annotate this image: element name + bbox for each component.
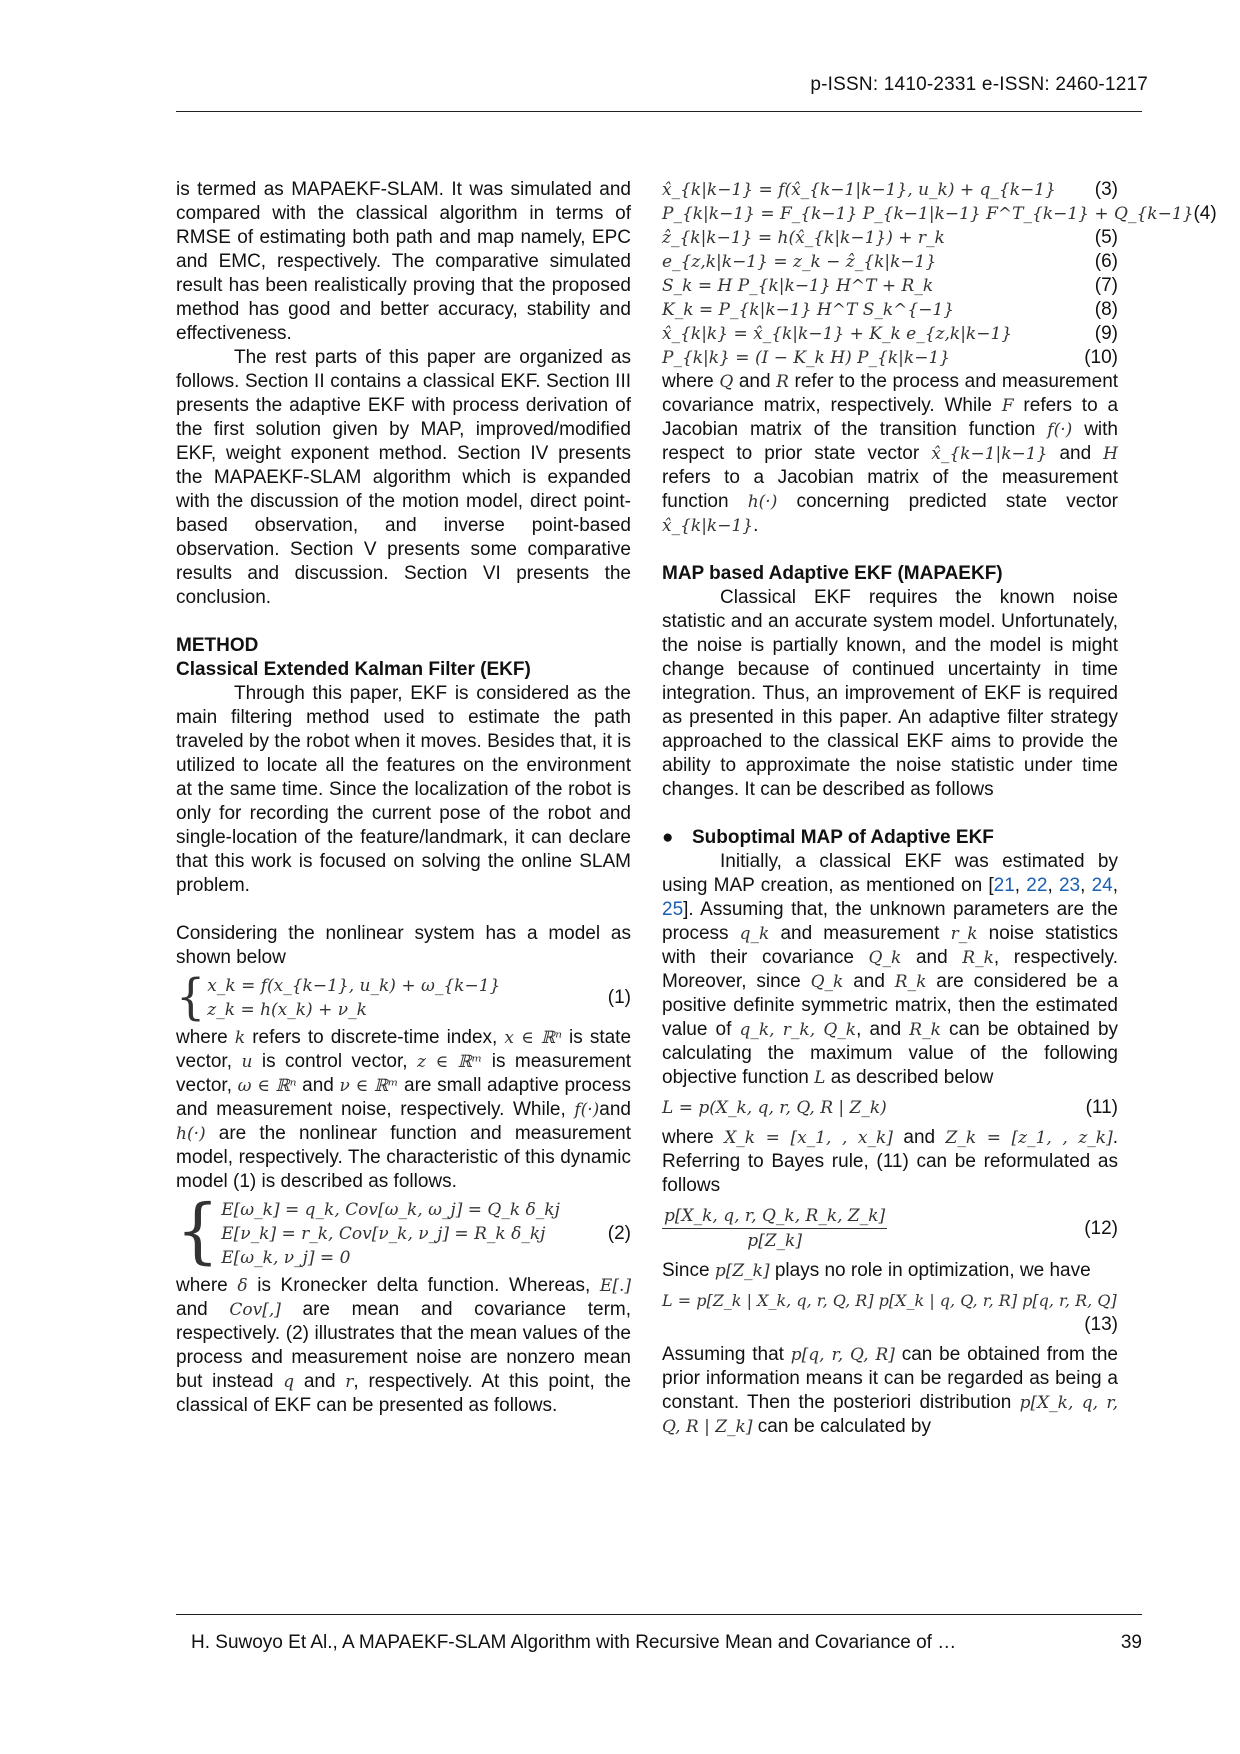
- equation-2: { E[ω_k] = q_k, Cov[ω_k, ω_j] = Q_k δ_kj…: [176, 1189, 631, 1273]
- paragraph: where k refers to discrete-time index, x…: [176, 1027, 632, 1192]
- equation-row: P_{k|k} = (I − K_k H) P_{k|k−1} (10): [662, 346, 1118, 370]
- ekf-equations: x̂_{k|k−1} = f(x̂_{k−1|k−1}, u_k) + q_{k…: [662, 178, 1217, 370]
- equation-row: x̂_{k|k} = x̂_{k|k−1} + K_k e_{z,k|k−1} (…: [662, 322, 1118, 346]
- paragraph: Classical EKF requires the known noise s…: [662, 587, 1118, 800]
- equation-text: P_{k|k−1} = F_{k−1} P_{k−1|k−1} F^T_{k−1…: [662, 204, 1194, 224]
- equation-number: (6): [1094, 251, 1118, 272]
- paragraph: where Q and R refer to the process and m…: [662, 371, 1119, 536]
- subsection-heading-mapaekf: MAP based Adaptive EKF (MAPAEKF): [662, 563, 1003, 584]
- equation-line: E[ω_k, ν_j] = 0: [221, 1248, 351, 1268]
- paragraph: Since p[Z_k] plays no role in optimizati…: [662, 1260, 1091, 1281]
- bullet-heading-text: Suboptimal MAP of Adaptive EKF: [692, 827, 994, 848]
- equation-row: S_k = H P_{k|k−1} H^T + R_k (7): [662, 274, 1118, 298]
- equation-text: x̂_{k|k−1} = f(x̂_{k−1|k−1}, u_k) + q_{k…: [662, 180, 1056, 200]
- left-column: is termed as MAPAEKF-SLAM. It was simula…: [176, 178, 631, 1418]
- equation-number: (8): [1094, 299, 1118, 320]
- equation-row: P_{k|k−1} = F_{k−1} P_{k−1|k−1} F^T_{k−1…: [662, 202, 1217, 226]
- paragraph: where X_k = [x_1, , x_k] and Z_k = [z_1,…: [662, 1127, 1118, 1196]
- equation-number: (4): [1193, 203, 1217, 224]
- equation-row: ẑ_{k|k−1} = h(x̂_{k|k−1}) + r_k (5): [662, 226, 1118, 250]
- equation-number: (5): [1094, 227, 1118, 248]
- equation-number: (10): [1084, 347, 1118, 368]
- section-heading-method: METHOD: [176, 635, 259, 656]
- equation-11: L = p(X_k, q, r, Q, R | Z_k) (11): [662, 1097, 1118, 1118]
- equation-13: L = p[Z_k | X_k, q, r, Q, R] p[X_k | q, …: [662, 1291, 1118, 1335]
- equation-line: z_k = h(x_k) + ν_k: [207, 1000, 367, 1020]
- citation-link[interactable]: 21: [993, 875, 1015, 896]
- equation-text: ẑ_{k|k−1} = h(x̂_{k|k−1}) + r_k: [662, 228, 945, 248]
- bullet-icon: ●: [662, 827, 674, 848]
- bullet-heading: ● Suboptimal MAP of Adaptive EKF: [662, 826, 1118, 850]
- equation-text: P_{k|k} = (I − K_k H) P_{k|k−1}: [662, 348, 951, 368]
- page-number: 39: [1120, 1632, 1142, 1653]
- citation-link[interactable]: 24: [1091, 875, 1113, 896]
- paragraph: The rest parts of this paper are organiz…: [176, 347, 631, 608]
- equation-row: K_k = P_{k|k−1} H^T S_k^{−1} (8): [662, 298, 1118, 322]
- paragraph: Through this paper, EKF is considered as…: [176, 683, 631, 896]
- equation-12: p[X_k, q, r, Q_k, R_k, Z_k] p[Z_k] (12): [662, 1206, 1118, 1251]
- equation-text: x̂_{k|k} = x̂_{k|k−1} + K_k e_{z,k|k−1}: [662, 324, 1013, 344]
- equation-number: (3): [1094, 179, 1118, 200]
- paragraph: Considering the nonlinear system has a m…: [176, 923, 631, 968]
- equation-text: S_k = H P_{k|k−1} H^T + R_k: [662, 276, 934, 296]
- equation-text: e_{z,k|k−1} = z_k − ẑ_{k|k−1}: [662, 252, 937, 272]
- paragraph: where δ is Kronecker delta function. Whe…: [176, 1275, 631, 1416]
- footer-rule: [176, 1614, 1142, 1615]
- paragraph: is termed as MAPAEKF-SLAM. It was simula…: [176, 179, 631, 344]
- equation-row: x̂_{k|k−1} = f(x̂_{k−1|k−1}, u_k) + q_{k…: [662, 178, 1118, 202]
- equation-number: (1): [607, 987, 631, 1008]
- equation-line: E[ω_k] = q_k, Cov[ω_k, ω_j] = Q_k δ_kj: [221, 1200, 560, 1220]
- subsection-heading-ekf: Classical Extended Kalman Filter (EKF): [176, 659, 531, 680]
- citation-link[interactable]: 22: [1026, 875, 1048, 896]
- citation-link[interactable]: 25: [662, 899, 684, 920]
- paragraph: Initially, a classical EKF was estimated…: [662, 851, 1119, 1088]
- equation-line: x_k = f(x_{k−1}, u_k) + ω_{k−1}: [207, 976, 501, 996]
- equation-number: (7): [1094, 275, 1118, 296]
- header-rule: [176, 111, 1142, 112]
- equation-1: { x_k = f(x_{k−1}, u_k) + ω_{k−1} z_k = …: [176, 968, 631, 1026]
- citation-link[interactable]: 23: [1058, 875, 1081, 896]
- equation-text: K_k = P_{k|k−1} H^T S_k^{−1}: [662, 300, 955, 320]
- equation-number: (9): [1094, 323, 1118, 344]
- equation-line: E[ν_k] = r_k, Cov[ν_k, ν_j] = R_k δ_kj: [221, 1224, 546, 1244]
- paragraph: Assuming that p[q, r, Q, R] can be obtai…: [662, 1344, 1119, 1437]
- journal-issn: p-ISSN: 1410-2331 e-ISSN: 2460-1217: [810, 74, 1148, 95]
- footer-citation: H. Suwoyo Et Al., A MAPAEKF-SLAM Algorit…: [191, 1632, 957, 1653]
- equation-number: (2): [607, 1223, 631, 1244]
- equation-row: e_{z,k|k−1} = z_k − ẑ_{k|k−1} (6): [662, 250, 1118, 274]
- right-column: x̂_{k|k−1} = f(x̂_{k−1|k−1}, u_k) + q_{k…: [662, 178, 1217, 1439]
